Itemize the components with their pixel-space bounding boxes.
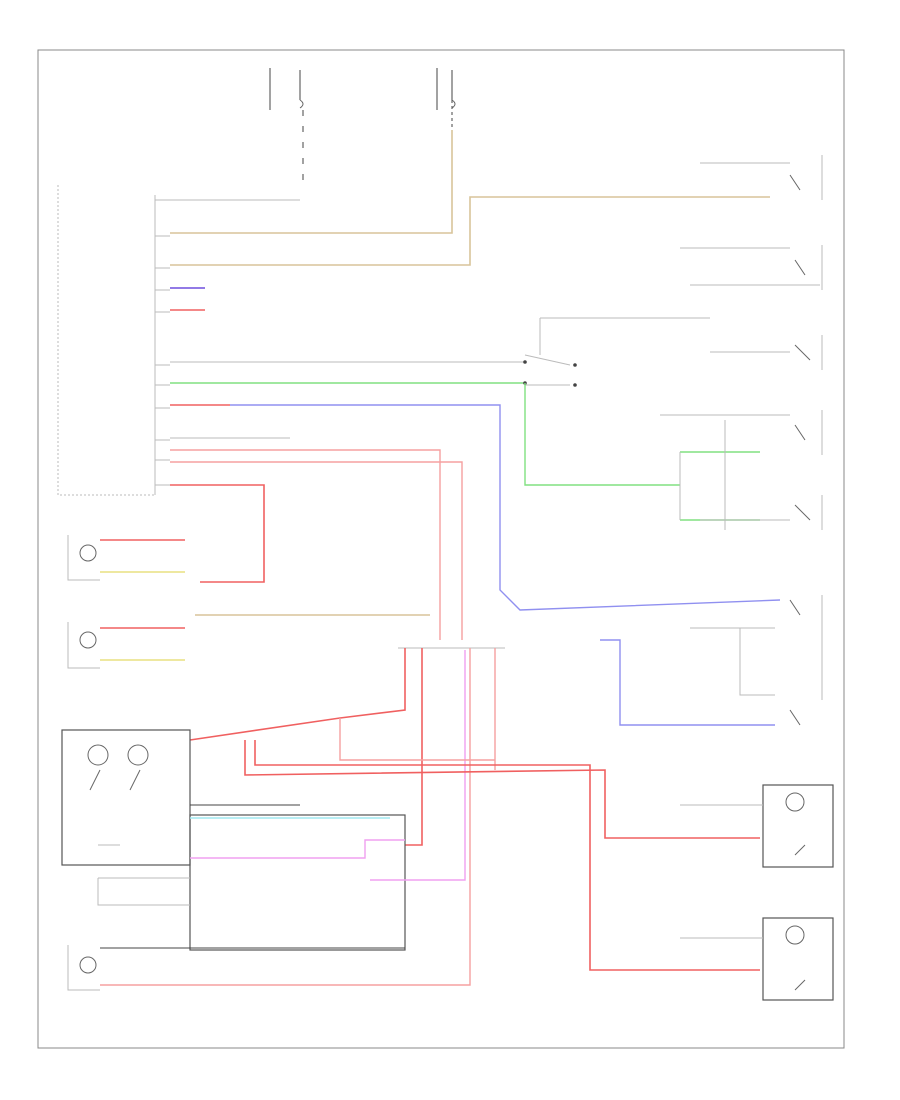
wire-pink-mid bbox=[339, 718, 495, 761]
switch-4 bbox=[660, 410, 823, 455]
control-unit-pin-rows bbox=[155, 199, 300, 486]
bottom-lamp bbox=[67, 945, 405, 991]
wire-pink-1 bbox=[170, 449, 441, 640]
luggage-lamp bbox=[67, 535, 185, 581]
wire-tan-2 bbox=[170, 196, 770, 266]
switch-6 bbox=[690, 595, 823, 700]
courtesy-lamp-box bbox=[97, 650, 466, 951]
switch-3 bbox=[710, 335, 823, 370]
junction-connector bbox=[100, 647, 505, 986]
fuse-box-left bbox=[269, 68, 304, 190]
wire-green-2 bbox=[524, 383, 680, 486]
switch-2 bbox=[680, 245, 823, 290]
wire-red-rear-l bbox=[254, 740, 760, 971]
diagram-frame bbox=[37, 49, 845, 1049]
wire-tan-1 bbox=[170, 130, 453, 234]
trunk-lamp bbox=[67, 614, 430, 669]
switch-5 bbox=[700, 495, 823, 530]
switch-7 bbox=[600, 639, 801, 726]
fuse-box-right bbox=[436, 68, 456, 130]
map-lamp-box bbox=[61, 729, 191, 866]
wire-red-3 bbox=[170, 484, 265, 583]
wire-blue-2 bbox=[230, 404, 781, 611]
wire-pink-2 bbox=[170, 461, 463, 640]
switch-top bbox=[700, 155, 823, 200]
splice-area bbox=[523, 317, 710, 387]
rear-lamp-left bbox=[680, 917, 834, 1001]
control-unit-border bbox=[57, 185, 155, 496]
rear-lamp-right bbox=[680, 784, 834, 868]
wire-red-rear-r bbox=[244, 740, 760, 839]
